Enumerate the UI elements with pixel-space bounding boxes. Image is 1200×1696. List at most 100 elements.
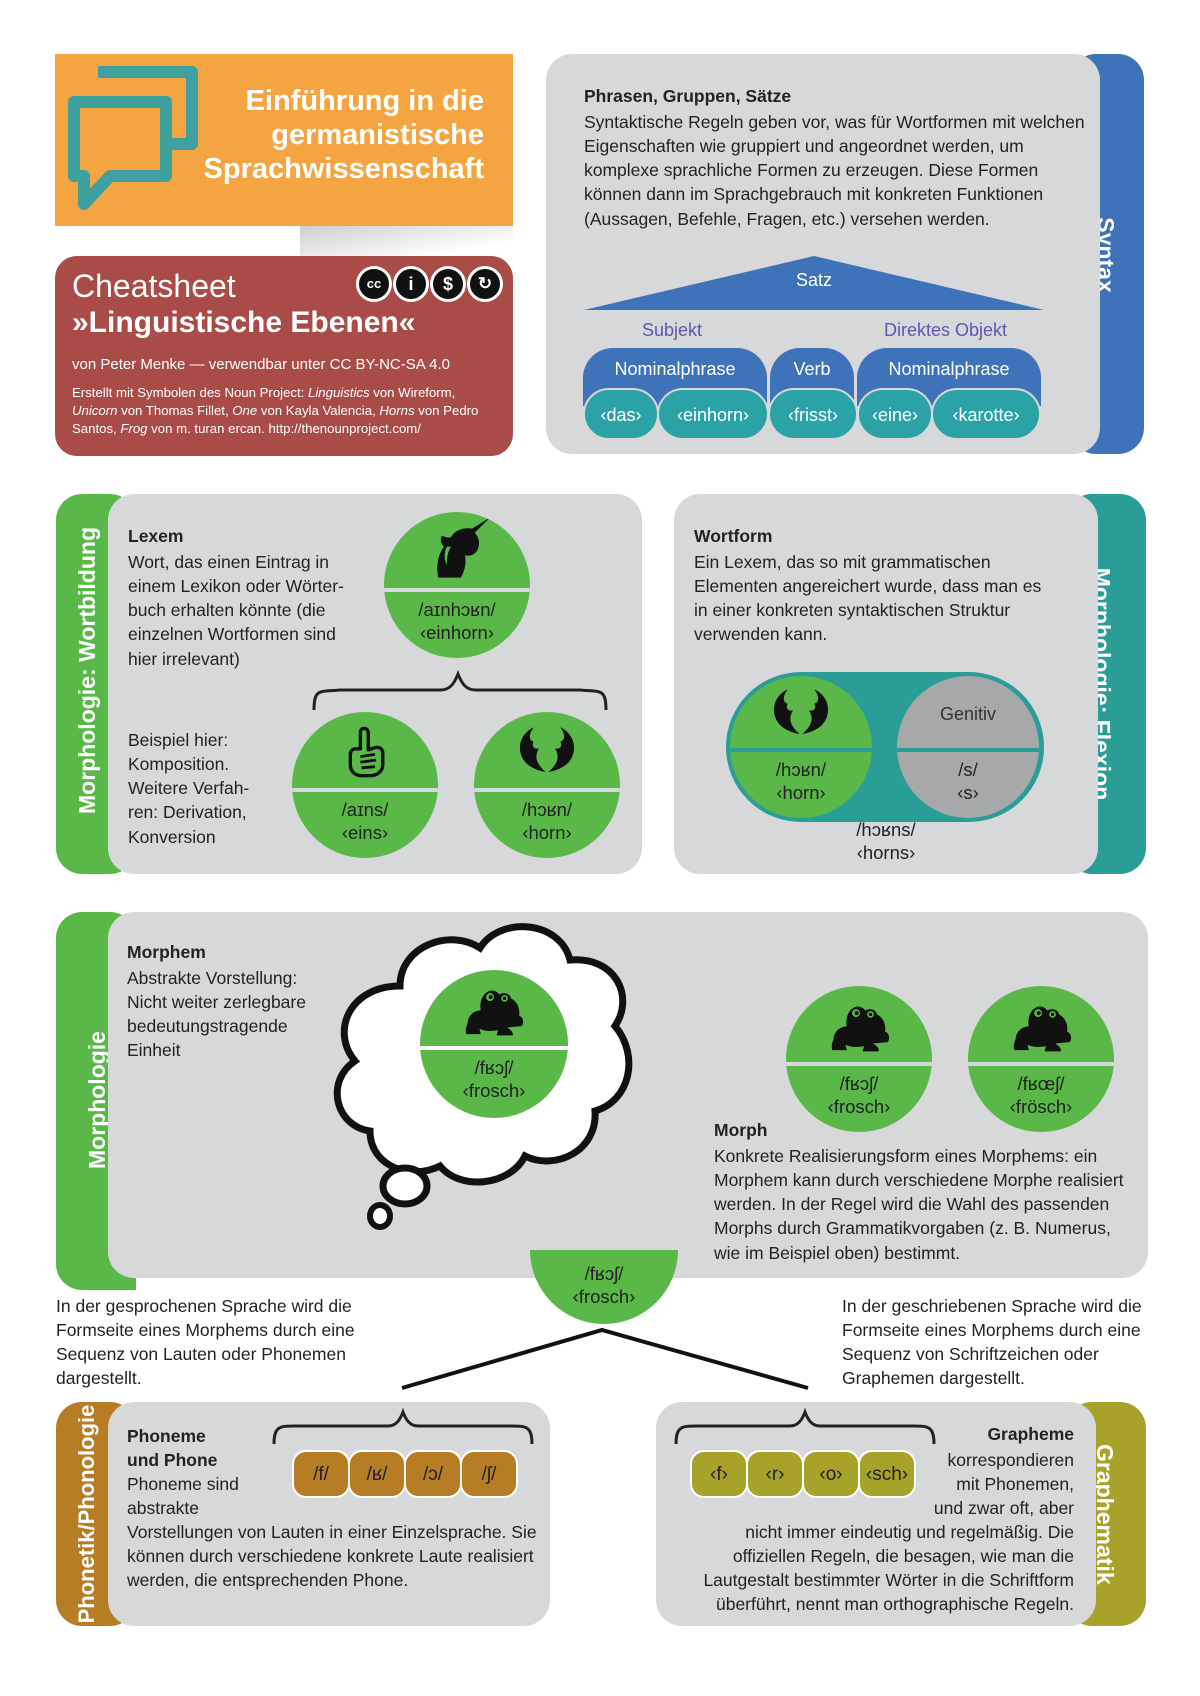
morph-frosch-graph: ‹frosch›: [827, 1096, 891, 1118]
license-badges: cc i $ ↻: [356, 266, 506, 302]
phonetik-body-2: abstrakte: [127, 1498, 199, 1519]
morphem-form-tab-text: /fʁɔʃ/ ‹frosch›: [530, 1262, 678, 1308]
phoneme-f: /f/: [292, 1450, 350, 1498]
morphem-circle: /fʁɔʃ/ ‹frosch›: [420, 970, 568, 1118]
morph-froesch-graph: ‹frösch›: [1009, 1096, 1073, 1118]
frog-icon: [786, 986, 932, 1062]
credits-text-2c: von Pedro: [414, 403, 479, 418]
circle-divider: [420, 1046, 568, 1050]
wortform-body: Ein Lexem, das so mit grammatischen Elem…: [694, 552, 1042, 645]
written-note: In der geschriebenen Sprache wird die Fo…: [842, 1296, 1142, 1389]
credits-text-3b: von m. turan ercan. http://thenounprojec…: [147, 421, 421, 436]
lexem-einhorn-form: /aɪnhɔʁn/ ‹einhorn›: [384, 598, 530, 658]
morph-froesch-form: /fʁœʃ/ ‹frösch›: [968, 1072, 1114, 1132]
lexem-horn-graph: ‹horn›: [522, 822, 572, 844]
lexem-heading: Lexem: [128, 526, 184, 546]
morph-froesch-phon: /fʁœʃ/: [1017, 1073, 1065, 1094]
lexem-eins-circle: /aɪns/ ‹eins›: [292, 712, 438, 858]
header-title: Einführung in die germanistische Sprachw…: [200, 84, 484, 186]
credits-frog: Frog: [120, 421, 148, 436]
lexem-eins-phon: /aɪns/: [341, 799, 389, 820]
graphematik-body-top: korrespondieren mit Phonemen, und zwar o…: [880, 1448, 1074, 1520]
phoneme-r: /ʁ/: [348, 1450, 406, 1498]
word-das: ‹das›: [583, 388, 659, 440]
circle-divider: [968, 1062, 1114, 1066]
circle-divider: [384, 588, 530, 592]
one-hand-icon: [292, 712, 438, 788]
phonetik-heading-2: und Phone: [127, 1450, 218, 1471]
frog-icon: [420, 970, 568, 1046]
lexem-einhorn-circle: /aɪnhɔʁn/ ‹einhorn›: [384, 512, 530, 658]
morph-frosch-phon: /fʁɔʃ/: [839, 1073, 879, 1094]
flexion-stem-circle: /hɔʁn/ ‹horn›: [730, 676, 872, 818]
cheatsheet-title: »Linguistische Ebenen«: [72, 306, 416, 339]
role-subject: Subjekt: [642, 320, 703, 340]
wortform-heading: Wortform: [694, 526, 773, 546]
header-banner: [55, 54, 513, 226]
lexem-eins-form: /aɪns/ ‹eins›: [292, 798, 438, 858]
lexem-example: Beispiel hier: Komposition. Weitere Verf…: [128, 730, 250, 847]
speech-bubbles-icon: [68, 66, 198, 210]
grapheme-r: ‹r›: [746, 1450, 804, 1498]
credits-text-3: Santos,: [72, 421, 121, 436]
morphologie-label: Morphologie: [84, 1031, 110, 1169]
header-title-line2: germanistische: [271, 119, 484, 151]
word-einhorn: ‹einhorn›: [657, 388, 769, 440]
lexem-horn-circle: /hɔʁn/ ‹horn›: [474, 712, 620, 858]
horns-icon: [730, 676, 872, 748]
circle-divider: [730, 748, 872, 752]
flexion-stem-phon: /hɔʁn/: [775, 759, 827, 780]
lexem-eins-graph: ‹eins›: [341, 822, 389, 844]
flexion-suffix-form: /s/ ‹s›: [897, 758, 1039, 818]
graphematik-body-4: nicht immer eindeutig und regelmäßig. Di…: [703, 1522, 1074, 1615]
lexem-einhorn-graph: ‹einhorn›: [419, 622, 495, 644]
graphematik-body-2: mit Phonemen,: [956, 1474, 1074, 1495]
flexion-result: /hɔʁns/ ‹horns›: [826, 818, 946, 864]
morphem-graph: ‹frosch›: [462, 1080, 526, 1102]
morph-froesch-circle: /fʁœʃ/ ‹frösch›: [968, 986, 1114, 1132]
circle-divider: [474, 788, 620, 792]
credits-text-1: Erstellt mit Symbolen des Noun Project:: [72, 385, 309, 400]
lexem-einhorn-phon: /aɪnhɔʁn/: [418, 599, 496, 620]
syntax-body: Syntaktische Regeln geben vor, was für W…: [584, 112, 1085, 229]
brace-phonemes: [272, 1408, 534, 1445]
word-eine: ‹eine›: [857, 388, 933, 440]
credits-one: One: [232, 403, 258, 418]
graphematik-body-1: korrespondieren: [947, 1450, 1074, 1470]
morphologie-panel: [108, 912, 1148, 1278]
header-title-line1: Einführung in die: [245, 85, 484, 117]
credits-text-1b: von Wireform,: [369, 385, 456, 400]
morphem-body: Abstrakte Vorstellung: Nicht weiter zerl…: [127, 968, 306, 1061]
sa-icon: ↻: [467, 266, 503, 302]
horns-icon: [474, 712, 620, 788]
grapheme-sch: ‹sch›: [858, 1450, 916, 1498]
graphematik-label: Graphematik: [1092, 1444, 1118, 1585]
morphem-phon: /fʁɔʃ/: [474, 1057, 514, 1078]
morph-frosch-form: /fʁɔʃ/ ‹frosch›: [786, 1072, 932, 1132]
graphematik-panel: [656, 1402, 1096, 1626]
syntax-heading: Phrasen, Gruppen, Sätze: [584, 86, 792, 106]
flexion-stem-form: /hɔʁn/ ‹horn›: [730, 758, 872, 818]
phoneme-sch: /ʃ/: [460, 1450, 518, 1498]
flexion-result-phon: /hɔʁns/: [856, 819, 916, 840]
cheatsheet-credits: Erstellt mit Symbolen des Noun Project: …: [72, 384, 504, 438]
morph-frosch-circle: /fʁɔʃ/ ‹frosch›: [786, 986, 932, 1132]
by-icon: i: [393, 266, 429, 302]
grapheme-f: ‹f›: [690, 1450, 748, 1498]
circle-divider: [897, 748, 1039, 752]
credits-text-2b: von Kayla Valencia,: [257, 403, 380, 418]
syntax-root: Satz: [795, 270, 833, 290]
header-shadow: [300, 226, 513, 256]
phonetik-body-3: Vorstellungen von Lauten in einer Einzel…: [127, 1522, 537, 1591]
phonetik-heading: Phoneme und Phone: [127, 1424, 217, 1472]
phonetik-label: Phonetik/Phonologie: [74, 1404, 99, 1624]
flexion-stem-graph: ‹horn›: [776, 782, 826, 804]
cc-icon: cc: [356, 266, 392, 302]
flexion-suffix-label: Genitiv: [939, 704, 997, 724]
frog-icon: [968, 986, 1114, 1062]
lexem-horn-phon: /hɔʁn/: [521, 799, 573, 820]
lexem-horn-form: /hɔʁn/ ‹horn›: [474, 798, 620, 858]
phoneme-o: /ɔ/: [404, 1450, 462, 1498]
brace-wortbildung: [312, 670, 608, 711]
credits-text-2: von Thomas Fillet,: [117, 403, 233, 418]
